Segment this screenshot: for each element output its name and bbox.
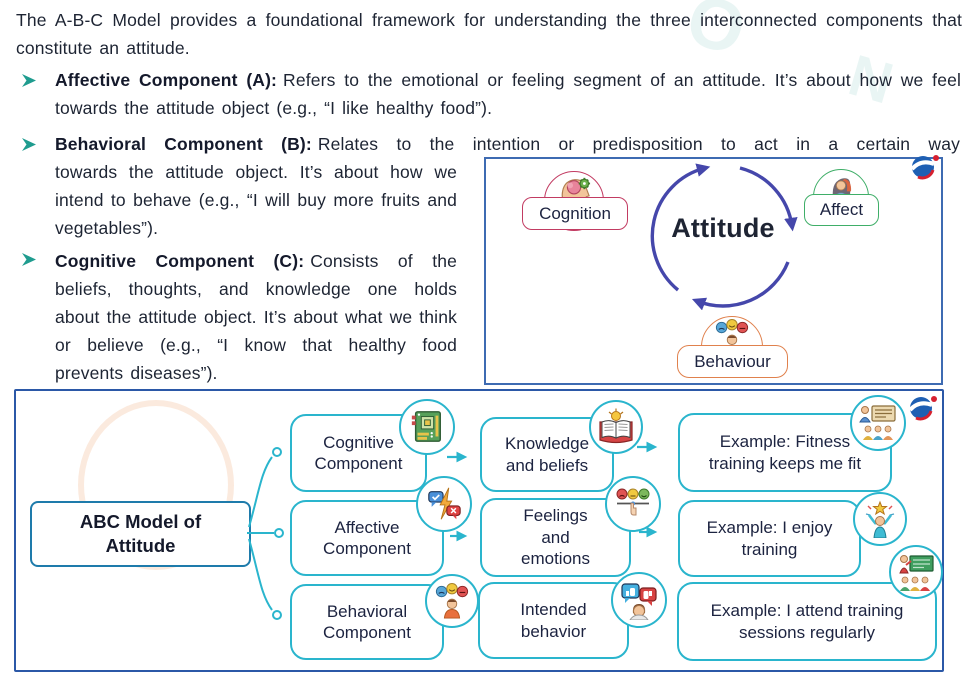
example-enjoy-icon-circle: [853, 492, 907, 546]
bullet-behavioral-text: Relates to the intention or predispositi…: [317, 134, 960, 154]
trainer-chalkboard-icon: [899, 555, 934, 591]
bullet-affective-text: Refers to the emotional or feeling segme…: [55, 70, 961, 118]
flow-box-label: Example: I enjoy training: [706, 518, 833, 559]
flow-box-label: Behavioral Component: [323, 601, 411, 643]
bullet-cognitive-text: Consists of the beliefs, thoughts, and k…: [55, 251, 457, 383]
bullet-behavioral-continued: towards the attitude object. It’s about …: [55, 162, 457, 238]
example-fitness-icon-circle: [850, 395, 906, 451]
person-mood-bubbles-icon: [435, 583, 469, 619]
affect-label: Affect: [804, 194, 879, 226]
bullet-behavioral-line1: Behavioral Component (B):Relates to the …: [55, 130, 960, 158]
training-presentation-icon: [859, 405, 896, 440]
bullet-affective-title: Affective Component (A):: [55, 70, 278, 90]
bullet-behavioral-title: Behavioral Component (B):: [55, 134, 312, 154]
bullet-affective: Affective Component (A):Refers to the em…: [55, 66, 961, 122]
example-attend-icon-circle: [889, 545, 943, 599]
flow-box-label: Cognitive Component: [314, 432, 403, 474]
cognitive-icon-circle: [399, 399, 455, 455]
emotion-rating-scale-icon: [616, 488, 650, 516]
feelings-icon-circle: [605, 476, 661, 532]
double-chevron-icon: [22, 138, 36, 151]
flow-box-behavioral-component: Behavioral Component: [290, 584, 444, 660]
swirl-globe-logo-icon: [910, 155, 939, 180]
speech-conflict-lightning-icon: [428, 487, 461, 520]
cognition-label: Cognition: [522, 197, 628, 230]
intended-icon-circle: [611, 572, 667, 628]
flow-box-label: Feelings and emotions: [521, 506, 590, 569]
flow-box-label: Example: Fitness training keeps me fit: [708, 432, 862, 473]
flow-box-label: Example: I attend training sessions regu…: [710, 601, 904, 642]
abc-model-root-box: ABC Model of Attitude: [30, 501, 251, 567]
flow-box-example-attend: Example: I attend training sessions regu…: [677, 582, 937, 661]
affect-label-text: Affect: [819, 200, 864, 219]
open-book-lightbulb-icon: [599, 408, 633, 444]
behaviour-label-text: Behaviour: [694, 351, 771, 371]
flow-box-knowledge-beliefs: Knowledge and beliefs: [480, 417, 614, 492]
intro-paragraph: The A-B-C Model provides a foundational …: [16, 10, 962, 58]
affective-icon-circle: [416, 476, 472, 532]
double-chevron-icon: [22, 253, 36, 266]
flow-box-intended-behavior: Intended behavior: [478, 582, 629, 659]
behaviour-label: Behaviour: [677, 345, 788, 378]
cognition-label-text: Cognition: [539, 203, 611, 223]
behavioral-icon-circle: [425, 574, 479, 628]
circuit-board-icon: [411, 411, 441, 442]
double-chevron-icon: [22, 74, 36, 87]
celebrating-person-icon: [865, 500, 895, 538]
flow-box-example-enjoy: Example: I enjoy training: [678, 500, 861, 577]
bullet-cognitive: Cognitive Component (C):Consists of the …: [55, 247, 457, 387]
flow-box-label: Knowledge and beliefs: [504, 434, 590, 475]
flow-box-label: Affective Component: [323, 517, 411, 559]
thumbs-feedback-speech-icon: [621, 583, 657, 620]
flow-box-affective-component: Affective Component: [290, 500, 444, 576]
knowledge-icon-circle: [589, 400, 643, 454]
swirl-globe-logo-icon: [908, 396, 937, 421]
flow-box-feelings-emotions: Feelings and emotions: [480, 498, 631, 577]
abc-model-root-label: ABC Model of Attitude: [79, 511, 202, 556]
bullet-cognitive-title: Cognitive Component (C):: [55, 251, 305, 271]
flow-box-example-fitness: Example: Fitness training keeps me fit: [678, 413, 892, 492]
flow-box-label: Intended behavior: [520, 600, 587, 641]
attitude-center-label: Attitude: [671, 213, 775, 243]
